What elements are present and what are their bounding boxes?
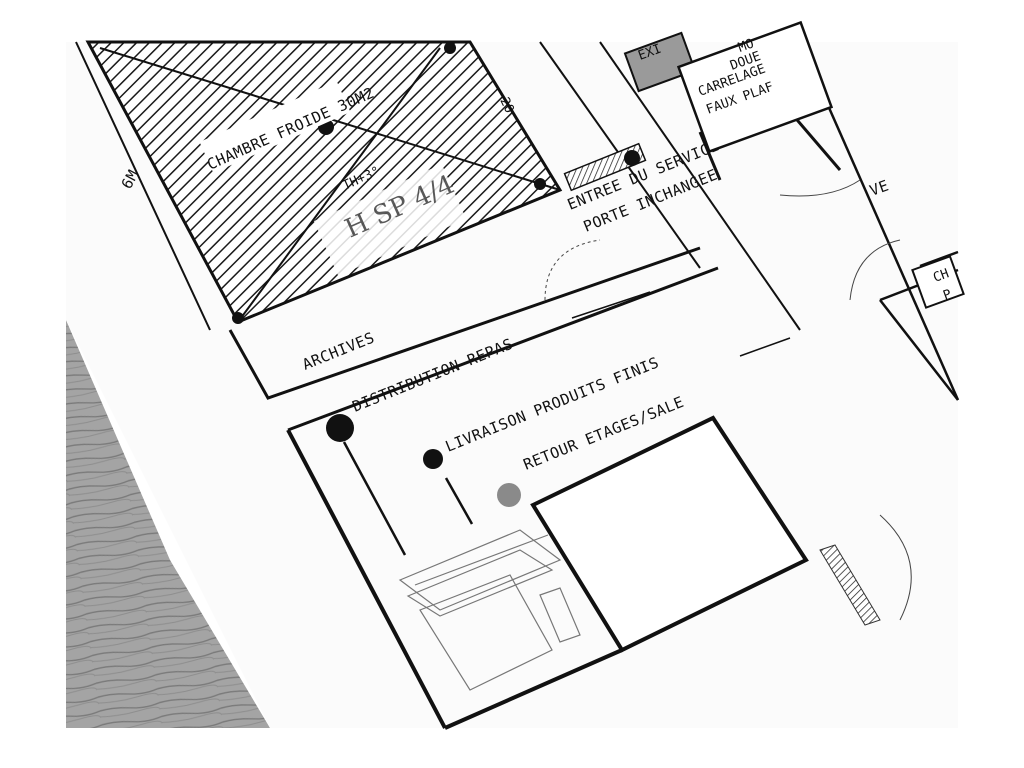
return-dot [497, 483, 521, 507]
note-line: MO [736, 36, 756, 56]
handwritten-box [313, 164, 467, 276]
column-marker [444, 42, 456, 54]
cold-room-label-box [199, 80, 351, 174]
distribution-dot [326, 414, 354, 442]
door-swing [544, 239, 601, 301]
equipment-drawing [398, 529, 581, 691]
dimension-line [75, 41, 211, 331]
wood-table [66, 320, 270, 728]
wall-corridor-top [287, 266, 719, 432]
door-swing [779, 179, 861, 197]
wall-stub [698, 131, 722, 181]
equipment-zone-box [530, 415, 809, 653]
column-marker [624, 150, 640, 166]
column-marker [534, 178, 546, 190]
dimension-20: 20 [496, 95, 516, 116]
flow-arrow [739, 337, 791, 357]
door-leaf [819, 544, 881, 626]
wall-bottom [444, 648, 623, 730]
wall-archives [228, 246, 701, 400]
leader-line [444, 477, 474, 525]
flow-arrow [571, 291, 651, 319]
wall-left-corridor [286, 429, 447, 729]
door-swing [879, 514, 912, 621]
wall-service-right [599, 41, 801, 331]
exit-sign [623, 31, 697, 93]
edge-label: VE [867, 176, 891, 199]
delivery-dot [423, 449, 443, 469]
note-box [676, 20, 834, 154]
leader-line [342, 441, 407, 556]
right-room-box [911, 255, 965, 309]
edge-label: CH [931, 266, 951, 285]
cold-room-diagonal-b [237, 47, 441, 323]
column-marker [232, 312, 244, 324]
door-swing [849, 239, 901, 301]
